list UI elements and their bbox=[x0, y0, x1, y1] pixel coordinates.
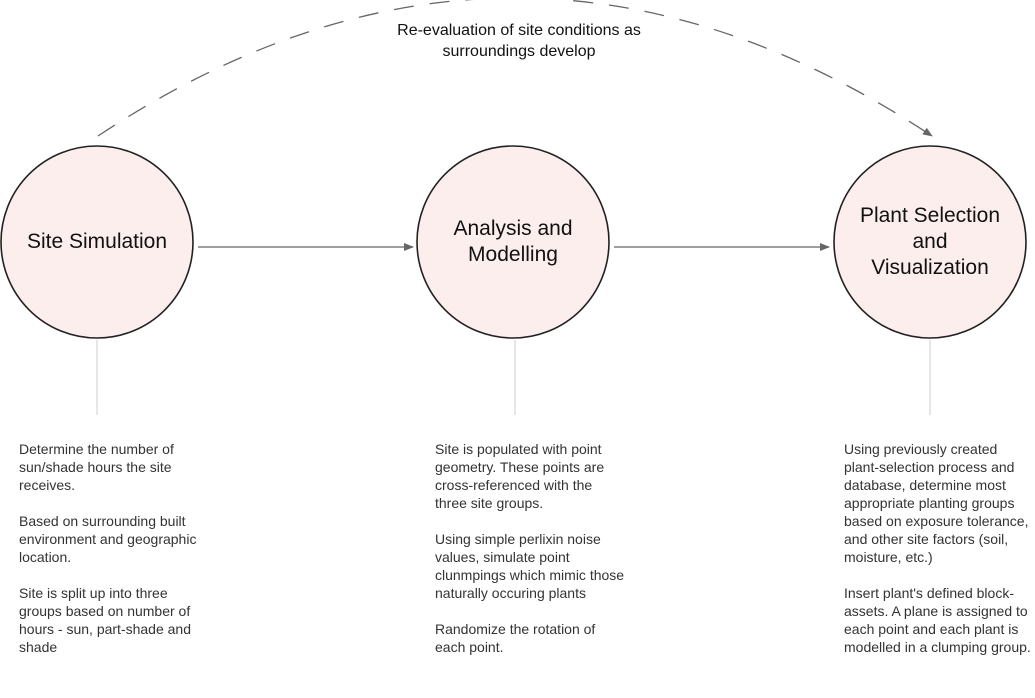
stage-description-3: Using previously created plant-selection… bbox=[844, 440, 1032, 674]
stage-title-site-simulation: Site Simulation bbox=[26, 230, 168, 253]
stage-description-1: Determine the number of sun/shade hours … bbox=[19, 440, 199, 674]
description-paragraph: Determine the number of sun/shade hours … bbox=[19, 441, 174, 493]
description-paragraph: Site is populated with point geometry. T… bbox=[435, 441, 605, 511]
stage-title-analysis-modelling: Analysis and Modelling bbox=[453, 217, 573, 266]
description-paragraph: Site is split up into three groups based… bbox=[19, 585, 191, 655]
stage-title-plant-selection: Plant Selection and Visualization bbox=[859, 204, 1001, 279]
loop-arrow-label: Re-evaluation of site conditions as surr… bbox=[397, 22, 641, 60]
stage-circle-2 bbox=[416, 145, 610, 339]
stage-circle-3 bbox=[833, 145, 1027, 339]
stage-description-2: Site is populated with point geometry. T… bbox=[435, 440, 625, 674]
description-paragraph: Using previously created plant-selection… bbox=[844, 441, 1029, 565]
description-paragraph: Based on surrounding built environment a… bbox=[19, 513, 197, 565]
description-paragraph: Insert plant's defined block-assets. A p… bbox=[844, 585, 1031, 655]
stage-circle-1 bbox=[0, 145, 194, 339]
description-paragraph: Randomize the rotation of each point. bbox=[435, 621, 596, 655]
description-paragraph: Using simple perlixin noise values, simu… bbox=[435, 531, 625, 601]
